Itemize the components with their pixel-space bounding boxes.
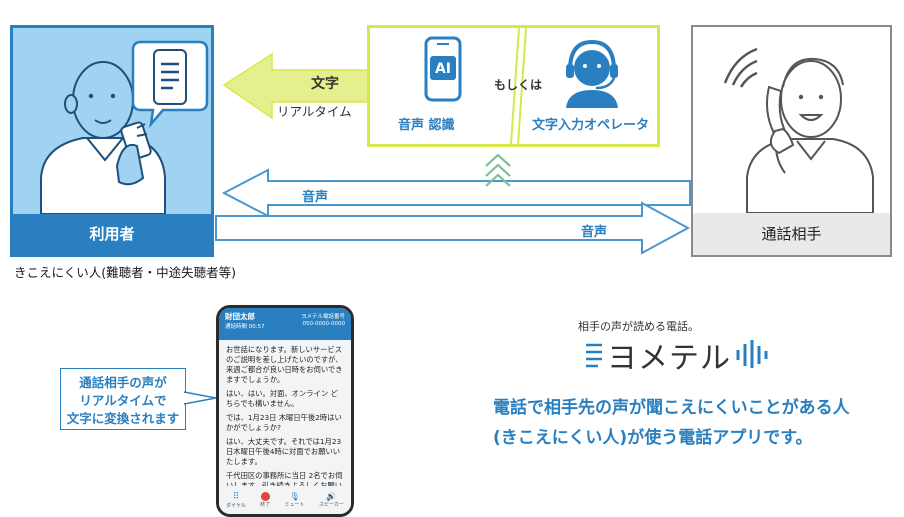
operator-label: 文字入力オペレータ: [532, 118, 650, 133]
user-panel: 利用者: [10, 25, 214, 257]
transcript-message: はい、はい。対面、オンライン どちらでも構いません。: [226, 389, 338, 408]
voice-arrow-top-label: 音声: [302, 190, 329, 205]
callout-line-1: 通話相手の声が: [79, 375, 167, 390]
text-arrow-label: 文字: [311, 76, 339, 92]
ai-phone-icon: [424, 36, 462, 102]
person-on-telephone-icon: [723, 47, 874, 213]
voice-arrow-right: [215, 201, 691, 255]
brand-tagline: 相手の声が読める電話。: [578, 320, 699, 333]
user-caption: きこえにくい人(難聴者・中途失聴者等): [14, 265, 237, 280]
partner-label: 通話相手: [693, 213, 890, 255]
callout-line-3: 文字に変換されます: [66, 411, 180, 426]
app-number: 050-0000-0000: [302, 321, 345, 327]
headline-line-2: (きこえにくい人)が使う電話アプリです。: [493, 428, 813, 448]
or-label: もしくは: [494, 78, 543, 92]
end-call-button[interactable]: 終了: [260, 492, 270, 508]
operator-headset-icon: [566, 39, 618, 108]
dial-button[interactable]: ⠿ ダイヤル: [226, 492, 246, 509]
microphone-icon: 🎙: [289, 492, 300, 501]
caller-name: 財団太郎: [225, 312, 255, 321]
speaker-button[interactable]: 🔊 スピーカー: [319, 492, 344, 508]
user-label: 利用者: [13, 214, 211, 254]
phone-footer: ⠿ ダイヤル 終了 🎙 ミュート 🔊 スピーカー: [219, 486, 351, 514]
realtime-callout: 通話相手の声が リアルタイムで 文字に変換されます: [60, 368, 186, 430]
callout-pointer: [184, 391, 217, 405]
partner-panel: 通話相手: [691, 25, 892, 257]
dial-label: ダイヤル: [226, 502, 246, 509]
transcript: お世話になります。新しいサービスのご説明を差し上げたいのですが、来週ご都合が良い…: [219, 340, 351, 510]
sound-bars-icon: [736, 340, 768, 368]
caller-sub: 通話時間 00:57: [225, 324, 265, 330]
phone-header: 財団太郎 通話時間 00:57 ヨメテル電話番号 050-0000-0000: [219, 308, 351, 340]
dialpad-icon: ⠿: [232, 491, 240, 502]
speech-recognition-label: 音声 認識: [398, 118, 455, 133]
transcript-message: お世話になります。新しいサービスのご説明を差し上げたいのですが、来週ご都合が良い…: [226, 345, 343, 384]
ai-operator-box: AI 音声 認識 もしくは 文字入力オペレータ: [367, 25, 660, 147]
ai-box-graphics: [424, 28, 618, 144]
end-label: 終了: [260, 502, 271, 508]
voice-arrow-bottom-label: 音声: [581, 225, 608, 240]
transcript-message: では、1月23日 木曜日午後2時はいかがでしょうか?: [226, 413, 342, 432]
callout-line-2: リアルタイムで: [79, 393, 167, 408]
transcript-message: はい、大丈夫です。それでは1月23日木曜日午後4時に対面でお願いいたします。: [226, 437, 342, 466]
app-name: ヨメテル電話番号: [300, 314, 345, 320]
user-illustration: [13, 28, 211, 215]
end-call-icon: [260, 492, 270, 501]
speaker-icon: 🔊: [326, 492, 337, 501]
ai-icon-text: AI: [434, 61, 452, 77]
up-chevron-icon: [485, 153, 511, 187]
mute-label: ミュート: [284, 502, 305, 508]
phone-mockup: 財団太郎 通話時間 00:57 ヨメテル電話番号 050-0000-0000 お…: [216, 305, 354, 517]
person-with-phone-icon: [40, 40, 209, 215]
brand-name: ヨメテル: [607, 341, 731, 376]
brand-lines-icon: [586, 343, 602, 368]
mute-button[interactable]: 🎙 ミュート: [285, 492, 305, 508]
speaker-label: スピーカー: [318, 502, 344, 508]
voice-arrow-left: [221, 168, 691, 218]
text-arrow-sub: リアルタイム: [277, 104, 352, 119]
headline-line-1: 電話で相手先の声が聞こえにくいことがある人: [493, 398, 850, 418]
